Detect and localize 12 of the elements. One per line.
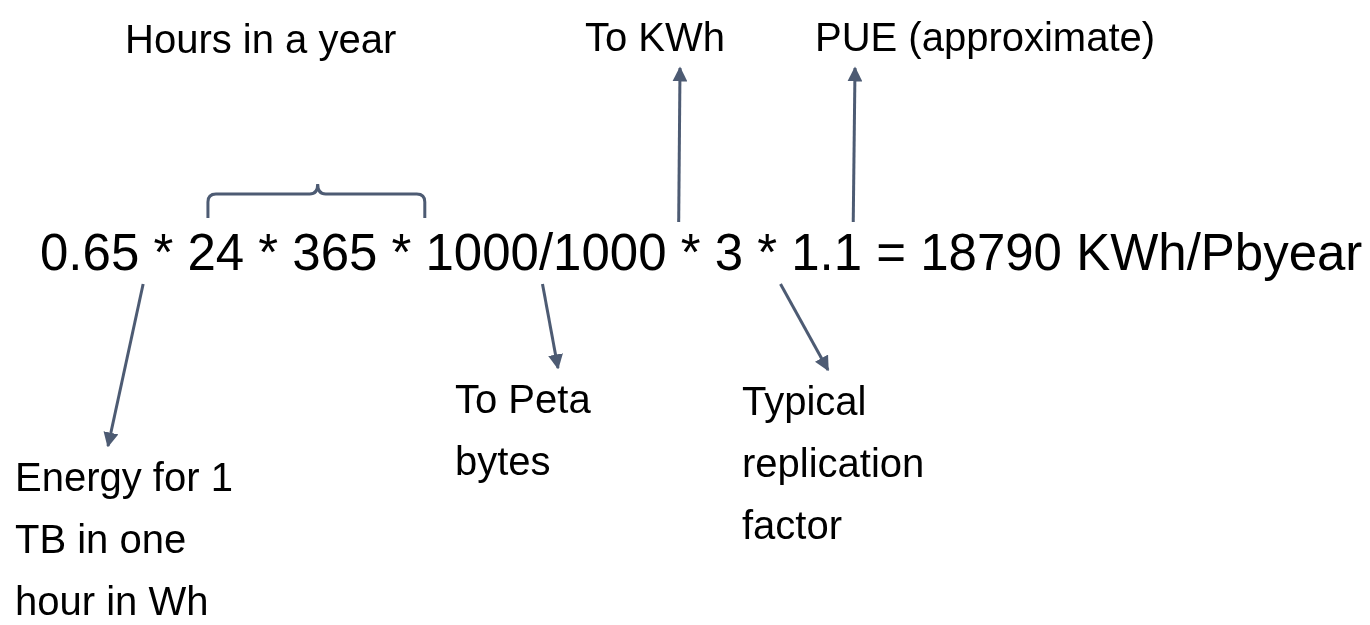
annotation-text: To KWh	[585, 6, 726, 68]
annotation-text: Typical replication factor	[742, 370, 992, 556]
arrow	[541, 283, 563, 370]
arrow	[103, 283, 145, 448]
annotation-text: Energy for 1 TB in one hour in Wh	[15, 446, 265, 625]
arrow	[847, 66, 863, 223]
arrow	[779, 283, 830, 372]
bracket-label: Hours in a year	[125, 16, 397, 63]
annotation-text: PUE (approximate)	[815, 6, 1156, 68]
arrow	[672, 66, 688, 222]
formula-text: 0.65 * 24 * 365 * 1000/1000 * 3 * 1.1 = 18790 KWh/Pbyear	[40, 222, 1363, 284]
annotation-text: To Peta bytes	[455, 368, 625, 492]
